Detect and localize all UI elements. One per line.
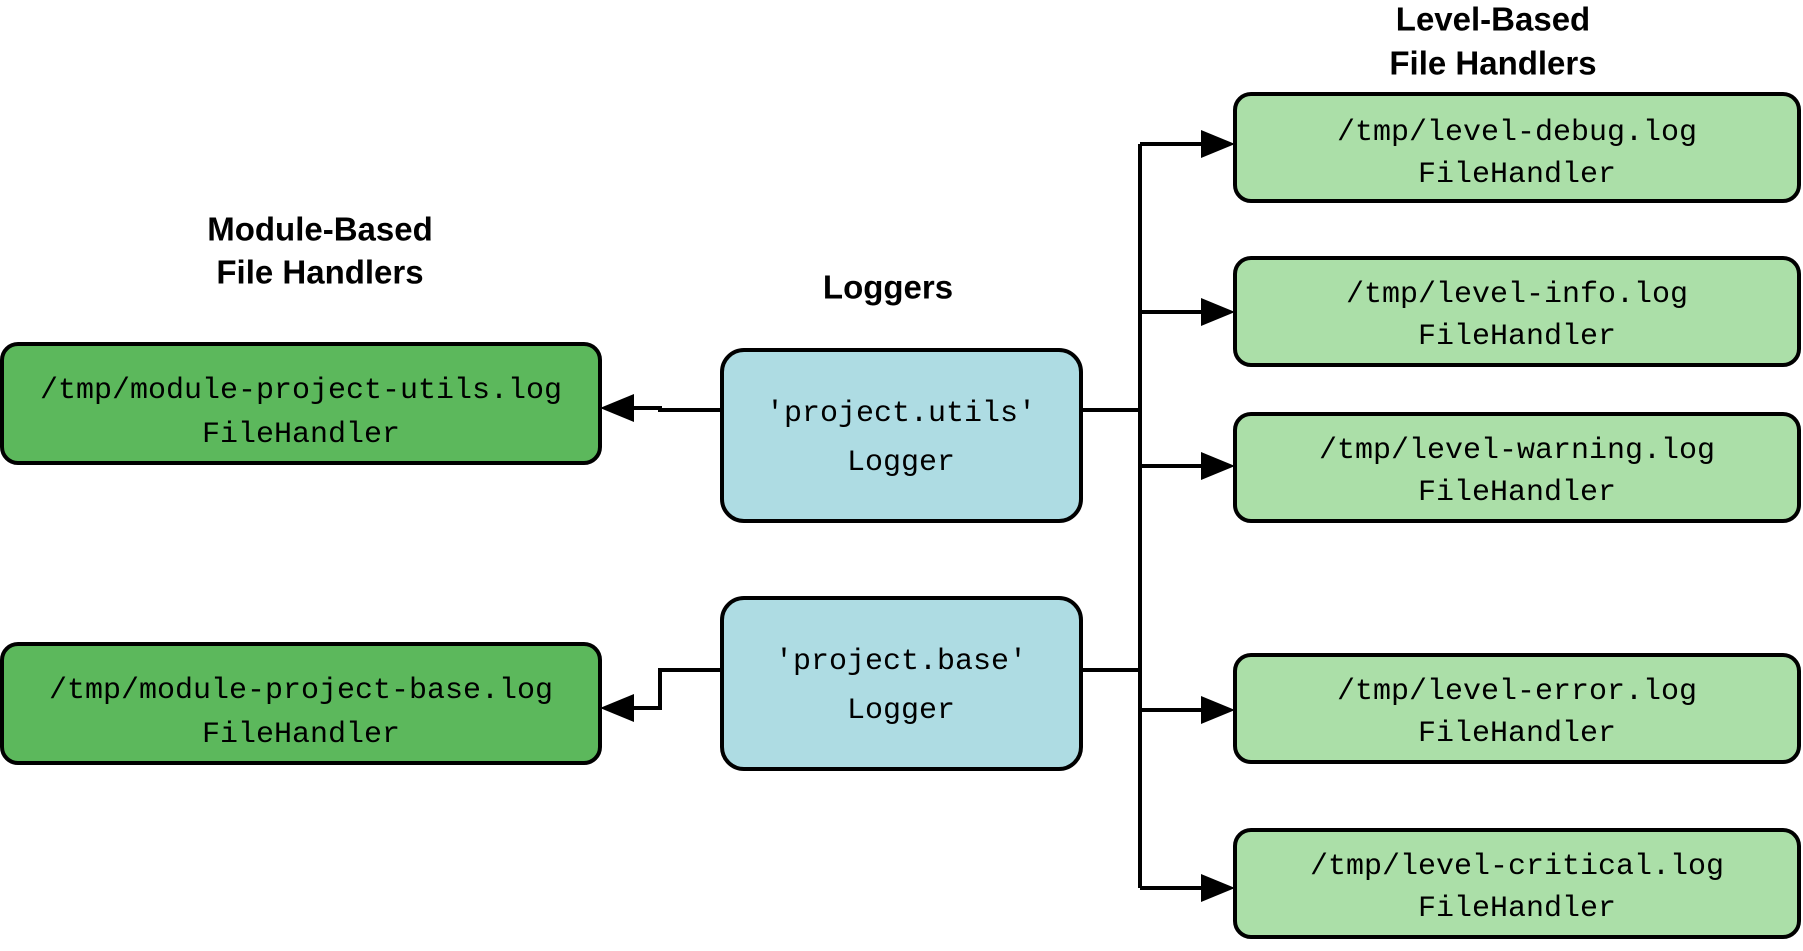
node-level-handler-warning-class: FileHandler [1418, 476, 1616, 510]
heading-module-based-line1: Module-Based [207, 211, 433, 248]
node-level-handler-debug-class: FileHandler [1418, 158, 1616, 192]
heading-level-based-line2: File Handlers [1389, 45, 1596, 82]
arrowhead-base-to-module-handler [600, 694, 634, 722]
node-level-handler-error-path: /tmp/level-error.log [1337, 675, 1697, 709]
node-module-handler-project-utils-box[interactable] [0, 342, 602, 465]
node-logger-project-base-class: Logger [847, 694, 955, 728]
node-level-handler-debug-box[interactable] [1233, 92, 1801, 203]
node-module-handler-project-base-class: FileHandler [202, 718, 400, 752]
node-logger-project-utils-name: 'project.utils' [766, 397, 1036, 431]
heading-module-based-line2: File Handlers [216, 254, 423, 291]
arrowhead-trunk-to-level-error [1201, 696, 1235, 724]
heading-level-based-line1: Level-Based [1396, 1, 1590, 38]
node-logger-project-base-name: 'project.base' [775, 645, 1027, 679]
node-level-handler-info-path: /tmp/level-info.log [1346, 278, 1688, 312]
node-level-handler-critical-path: /tmp/level-critical.log [1310, 850, 1724, 884]
heading-loggers: Loggers [823, 269, 953, 306]
node-level-handler-debug[interactable]: /tmp/level-debug.log FileHandler [1233, 92, 1801, 203]
node-module-handler-project-utils-path: /tmp/module-project-utils.log [40, 374, 562, 408]
node-module-handler-project-utils-class: FileHandler [202, 418, 400, 452]
node-level-handler-critical[interactable]: /tmp/level-critical.log FileHandler [1233, 828, 1801, 939]
edge-utils-to-module-handler [622, 406, 722, 412]
edge-base-to-module-handler [622, 668, 722, 710]
node-level-handler-debug-path: /tmp/level-debug.log [1337, 116, 1697, 150]
node-module-handler-project-base-path: /tmp/module-project-base.log [49, 674, 553, 708]
arrowhead-utils-to-module-handler [600, 394, 634, 422]
node-logger-project-utils-box[interactable] [720, 348, 1083, 523]
node-level-handler-info[interactable]: /tmp/level-info.log FileHandler [1233, 256, 1801, 367]
node-module-handler-project-base-box[interactable] [0, 642, 602, 765]
node-level-handler-error-box[interactable] [1233, 653, 1801, 764]
arrowhead-trunk-to-level-info [1201, 298, 1235, 326]
node-module-handler-project-base[interactable]: /tmp/module-project-base.log FileHandler [0, 642, 602, 765]
arrowhead-trunk-to-level-warning [1201, 452, 1235, 480]
node-level-handler-error-class: FileHandler [1418, 717, 1616, 751]
node-level-handler-warning-path: /tmp/level-warning.log [1319, 434, 1715, 468]
node-module-handler-project-utils[interactable]: /tmp/module-project-utils.log FileHandle… [0, 342, 602, 465]
node-logger-project-base-box[interactable] [720, 596, 1083, 771]
node-logger-project-utils-class: Logger [847, 446, 955, 480]
arrowhead-trunk-to-level-debug [1201, 130, 1235, 158]
node-level-handler-info-box[interactable] [1233, 256, 1801, 367]
node-level-handler-warning-box[interactable] [1233, 412, 1801, 523]
node-level-handler-error[interactable]: /tmp/level-error.log FileHandler [1233, 653, 1801, 764]
node-level-handler-warning[interactable]: /tmp/level-warning.log FileHandler [1233, 412, 1801, 523]
node-logger-project-utils[interactable]: 'project.utils' Logger [720, 348, 1083, 523]
arrowhead-trunk-to-level-critical [1201, 874, 1235, 902]
node-level-handler-critical-box[interactable] [1233, 828, 1801, 939]
node-level-handler-info-class: FileHandler [1418, 320, 1616, 354]
node-logger-project-base[interactable]: 'project.base' Logger [720, 596, 1083, 771]
node-level-handler-critical-class: FileHandler [1418, 892, 1616, 926]
